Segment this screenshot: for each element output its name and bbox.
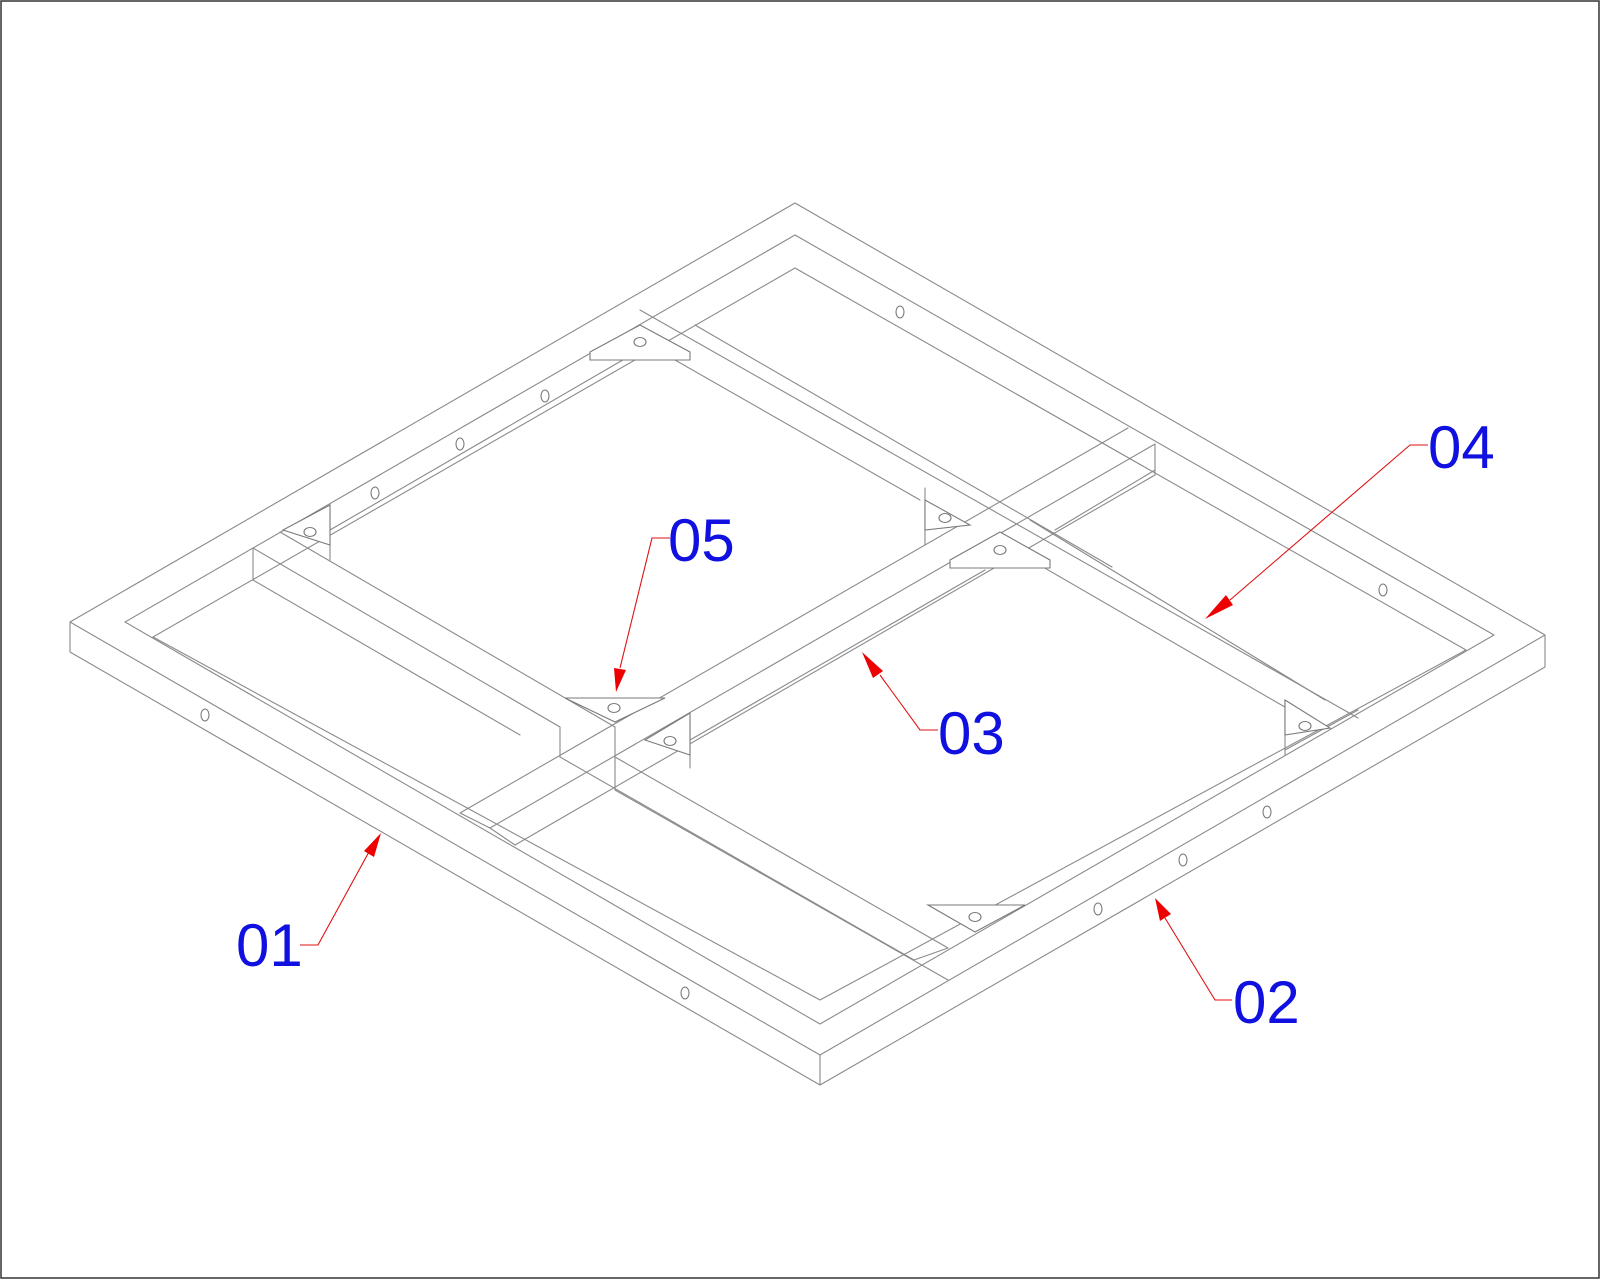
- callout-label-01: 01: [236, 912, 303, 979]
- left-cross-member: [252, 547, 915, 961]
- bolt-hole: [540, 389, 550, 403]
- arrow-head: [364, 833, 381, 857]
- outer-frame-inner-lower-edge: [152, 267, 1467, 1001]
- bolt-hole: [607, 702, 621, 714]
- leader-line: [879, 674, 938, 731]
- bolt-hole: [895, 305, 905, 319]
- callout-label-03: 03: [938, 700, 1005, 767]
- arrow-head: [862, 652, 883, 678]
- bolt-hole: [303, 526, 317, 538]
- gusset-plate-left: [281, 504, 331, 546]
- center-beam-end-left: [459, 812, 491, 829]
- bolt-hole: [1298, 720, 1312, 732]
- callout-label-04: 04: [1428, 414, 1495, 481]
- outer-frame-inner-top-edge: [124, 234, 1495, 1025]
- bolt-hole: [1093, 902, 1103, 916]
- callout-03: 03: [862, 652, 1005, 767]
- leader-line: [1164, 917, 1232, 1001]
- bolt-hole: [200, 708, 210, 722]
- inner-lower-left: [152, 267, 796, 638]
- right-end-panel: [1284, 709, 1359, 751]
- center-beam-top-b: [489, 443, 1156, 829]
- arrow-head: [1205, 595, 1233, 619]
- callout-label-05: 05: [668, 507, 735, 574]
- left-cross-member-top: [279, 531, 616, 728]
- center-beam-end-left-v: [489, 827, 516, 846]
- frame-structure: [69, 202, 1546, 1086]
- right-cross-member-top-b: [694, 324, 1113, 568]
- bolt-hole: [968, 911, 982, 923]
- leader-line: [1229, 444, 1428, 601]
- bolt-hole: [1262, 805, 1272, 819]
- center-beam-face: [514, 474, 1156, 846]
- leader-line: [619, 537, 670, 669]
- right-cross-member-face-b: [1004, 544, 1291, 711]
- callout-01: 01: [236, 833, 381, 979]
- callout-05: 05: [614, 507, 735, 692]
- bolt-hole: [663, 735, 677, 747]
- leader-line: [300, 849, 371, 946]
- callout-02: 02: [1155, 898, 1300, 1036]
- right-cross-member-face-a: [639, 339, 921, 501]
- callout-04: 04: [1205, 414, 1495, 619]
- right-cross-member-top-c: [1029, 519, 1326, 701]
- right-cross-member-top-a: [639, 309, 1359, 719]
- bolt-hole: [455, 437, 465, 451]
- bolt-hole: [370, 486, 380, 500]
- arrow-head: [614, 668, 626, 692]
- arrow-head: [1155, 898, 1171, 921]
- bolt-hole: [1178, 853, 1188, 867]
- callout-label-02: 02: [1233, 969, 1300, 1036]
- bolt-hole: [680, 986, 690, 1000]
- bolt-hole: [1378, 583, 1388, 597]
- right-cross-member-face-c: [1054, 469, 1156, 531]
- gusset-plate-mid: [643, 712, 691, 756]
- gusset-plate-right: [1284, 699, 1332, 736]
- center-beam-lower: [614, 789, 949, 981]
- bolt-hole: [993, 544, 1007, 556]
- bolt-hole: [938, 512, 952, 524]
- bolt-hole: [633, 336, 647, 348]
- center-beam-top-a: [459, 427, 1129, 814]
- left-cross-member-bottom: [252, 579, 521, 736]
- right-panel-top: [689, 569, 986, 741]
- outer-frame-bottom-edge: [69, 621, 1546, 1086]
- left-cross-member-end: [913, 947, 949, 961]
- left-cross-member-front: [614, 756, 949, 949]
- upper-left-panel-edge: [329, 349, 641, 531]
